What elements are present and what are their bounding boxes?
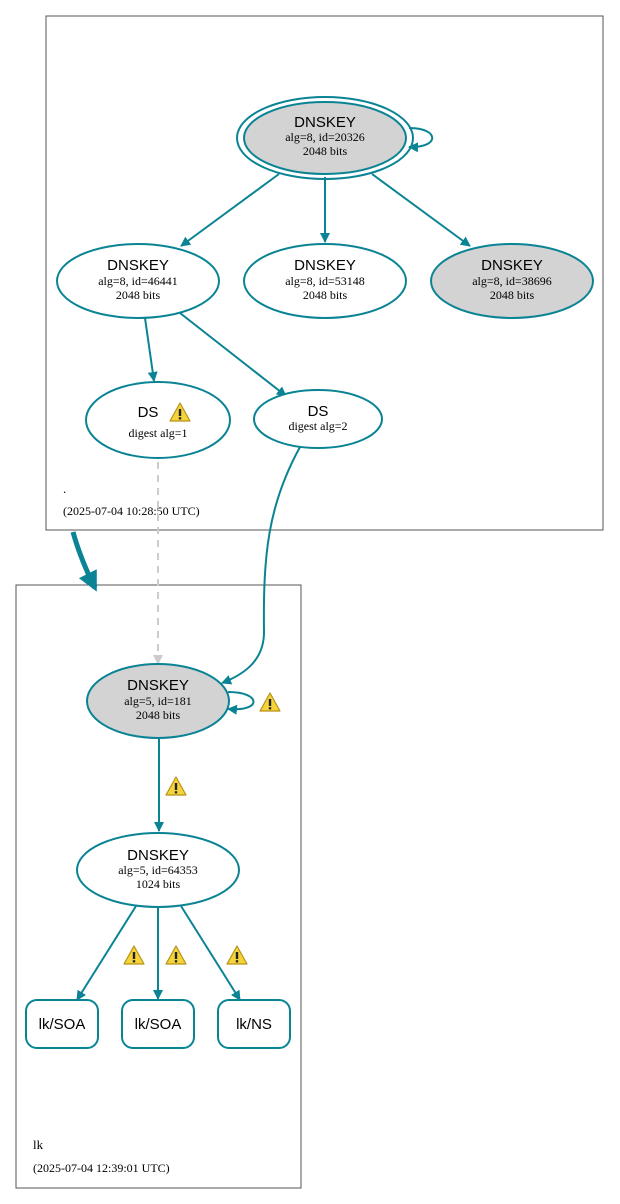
node-ds-digest-1: DS digest alg=1 xyxy=(85,381,231,459)
zone-lk-timestamp: (2025-07-04 12:39:01 UTC) xyxy=(33,1161,170,1175)
edge-46441-to-ds1 xyxy=(144,317,158,382)
node-bits: 2048 bits xyxy=(490,288,535,302)
node-shape xyxy=(56,243,220,319)
warning-icon xyxy=(165,945,187,965)
node-shape xyxy=(430,243,594,319)
edge-ksk-self-loop xyxy=(408,127,434,153)
node-shape xyxy=(243,243,407,319)
node-type: DNSKEY xyxy=(481,257,543,274)
edge-zsk-to-soa-1 xyxy=(76,905,137,1001)
node-label: lk/NS xyxy=(236,1016,272,1033)
node-rr-ns: lk/NS xyxy=(217,999,291,1049)
edges xyxy=(76,127,471,1001)
node-type: DNSKEY xyxy=(294,114,356,131)
node-type: DNSKEY xyxy=(127,677,189,694)
node-bits: 2048 bits xyxy=(136,708,181,722)
node-type: DNSKEY xyxy=(294,257,356,274)
node-detail: digest alg=1 xyxy=(128,426,187,440)
node-label: lk/SOA xyxy=(135,1016,182,1033)
node-shape xyxy=(217,999,291,1049)
node-outer-ring xyxy=(236,96,414,180)
node-rr-soa-1: lk/SOA xyxy=(25,999,99,1049)
node-shape xyxy=(253,389,383,449)
node-type: DS xyxy=(308,403,329,420)
node-ds-digest-2: DS digest alg=2 xyxy=(253,389,383,449)
zone-root-timestamp: (2025-07-04 10:28:50 UTC) xyxy=(63,504,200,518)
delegation-edge xyxy=(70,531,98,592)
node-shape xyxy=(25,999,99,1049)
node-label: lk/SOA xyxy=(39,1016,86,1033)
node-detail: alg=8, id=20326 xyxy=(285,130,365,144)
node-shape xyxy=(86,663,230,739)
node-root-zsk-53148: DNSKEY alg=8, id=53148 2048 bits xyxy=(243,243,407,319)
edge-ds2-to-lk-ksk xyxy=(221,446,301,685)
warning-icon xyxy=(123,945,145,965)
edge-ksk-to-38696 xyxy=(371,173,471,247)
node-bits: 2048 bits xyxy=(303,144,348,158)
edge-lk-ksk-self-loop xyxy=(227,691,255,715)
warning-icon xyxy=(259,692,281,712)
node-detail: alg=8, id=53148 xyxy=(285,274,365,288)
node-lk-ksk-181: DNSKEY alg=5, id=181 2048 bits xyxy=(86,663,230,739)
edge-ksk-to-46441 xyxy=(180,173,280,247)
node-shape xyxy=(243,101,407,175)
node-type: DS xyxy=(138,404,159,421)
node-detail: alg=8, id=46441 xyxy=(98,274,178,288)
edge-zsk-to-ns xyxy=(180,905,241,1001)
edge-46441-to-ds2 xyxy=(179,312,287,397)
node-type: DNSKEY xyxy=(127,847,189,864)
node-bits: 2048 bits xyxy=(116,288,161,302)
zone-lk-name: lk xyxy=(33,1137,44,1152)
zone-root: . (2025-07-04 10:28:50 UTC) xyxy=(45,15,604,531)
node-shape xyxy=(121,999,195,1049)
node-lk-zsk-64353: DNSKEY alg=5, id=64353 1024 bits xyxy=(76,832,240,908)
node-shape xyxy=(85,381,231,459)
node-bits: 1024 bits xyxy=(136,877,181,891)
node-bits: 2048 bits xyxy=(303,288,348,302)
node-detail: alg=5, id=181 xyxy=(124,694,192,708)
node-detail: digest alg=2 xyxy=(288,419,347,433)
node-type: DNSKEY xyxy=(107,257,169,274)
node-detail: alg=5, id=64353 xyxy=(118,863,198,877)
node-root-ksk-20326: DNSKEY alg=8, id=20326 2048 bits xyxy=(236,96,414,180)
warning-icon xyxy=(226,945,248,965)
node-shape xyxy=(76,832,240,908)
node-root-zsk-46441: DNSKEY alg=8, id=46441 2048 bits xyxy=(56,243,220,319)
zone-root-border xyxy=(45,15,604,531)
node-rr-soa-2: lk/SOA xyxy=(121,999,195,1049)
node-detail: alg=8, id=38696 xyxy=(472,274,552,288)
warning-icon xyxy=(165,776,187,796)
zone-root-name: . xyxy=(63,481,66,496)
node-root-ksk-38696: DNSKEY alg=8, id=38696 2048 bits xyxy=(430,243,594,319)
